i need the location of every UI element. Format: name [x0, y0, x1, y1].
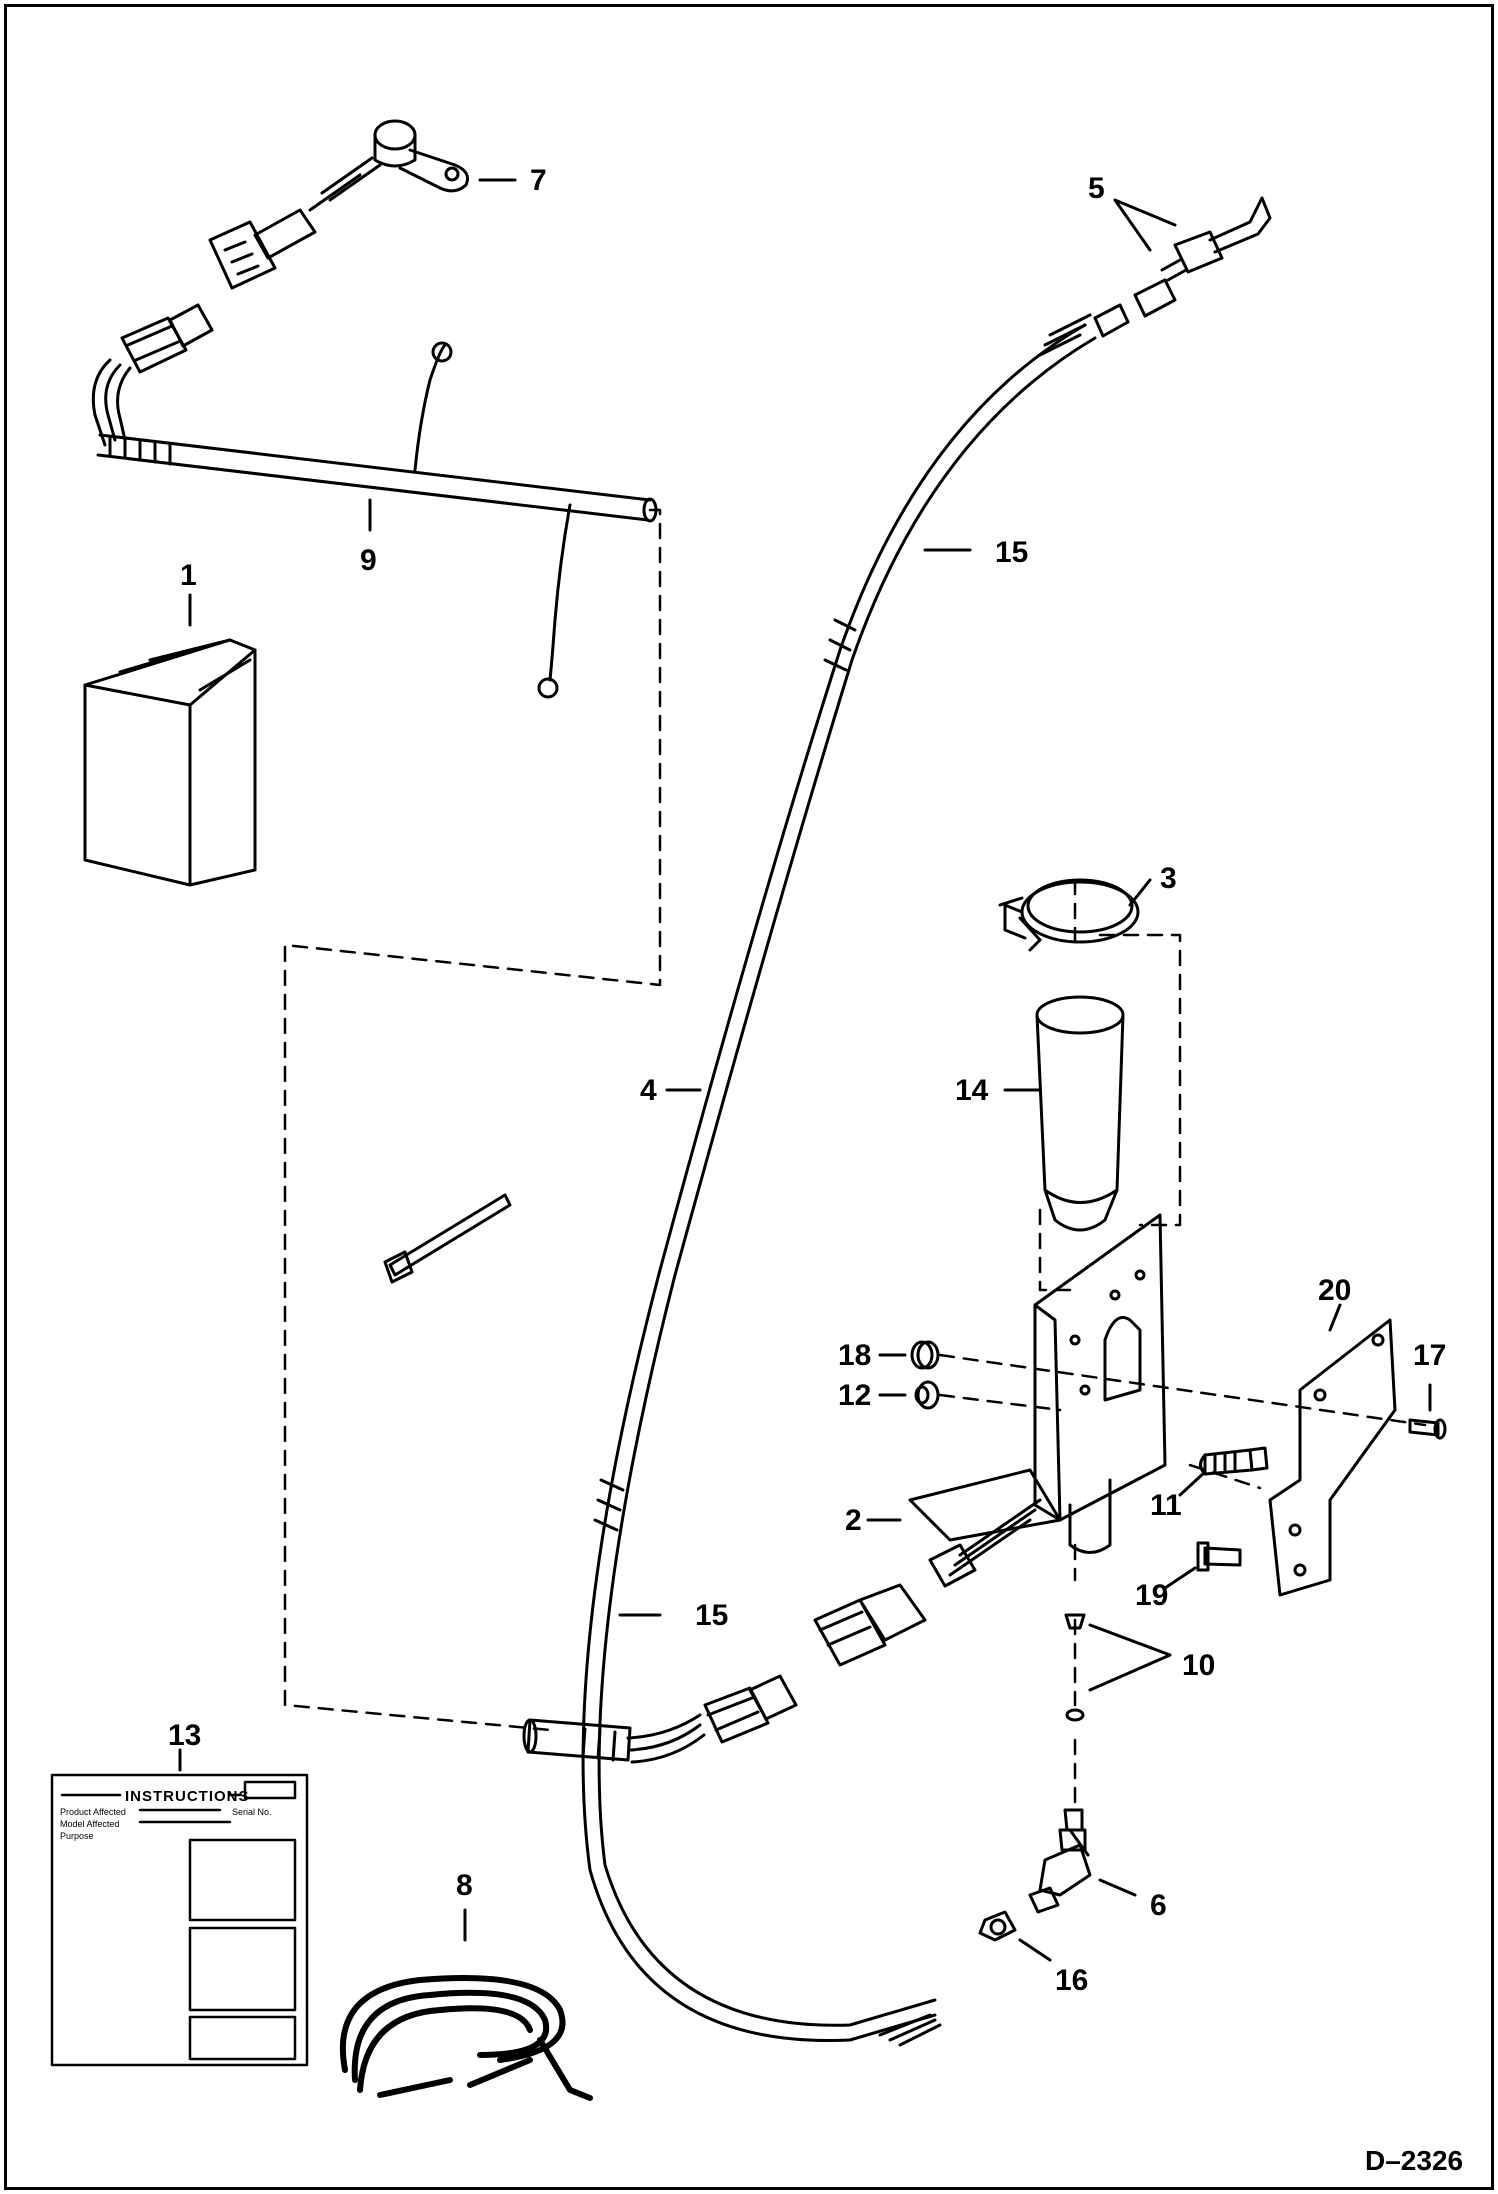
instruction-card-text: INSTRUCTIONS Product Affected Serial No.… [60, 1788, 272, 1841]
harness-part-9 [96, 341, 658, 699]
callout-20: 20 [1318, 1274, 1351, 1307]
callout-17: 17 [1413, 1339, 1446, 1372]
cable-tie [383, 1193, 512, 1284]
nut-part-16 [978, 1910, 1017, 1942]
callout-6: 6 [1150, 1889, 1167, 1922]
callout-15-upper: 15 [995, 536, 1028, 569]
callout-1: 1 [180, 559, 197, 592]
callout-8: 8 [456, 1869, 473, 1902]
plate-part-20 [1268, 1318, 1397, 1597]
callout-15-lower: 15 [695, 1599, 728, 1632]
bolt-part-19 [1196, 1541, 1242, 1572]
clamp-part-3 [998, 878, 1140, 952]
sensor-part-7 [91, 119, 470, 447]
o-rings-part-10 [1064, 1613, 1086, 1722]
hose-part-8 [339, 1975, 593, 2101]
callout-18: 18 [838, 1339, 871, 1372]
box-part-1 [83, 638, 257, 887]
card-title: INSTRUCTIONS [125, 1788, 250, 1805]
diagram-frame [4, 4, 1494, 2190]
callout-14: 14 [955, 1074, 989, 1107]
card-line-2: Serial No. [232, 1807, 272, 1817]
leader-lines [178, 178, 1432, 1962]
card-line-4: Purpose [60, 1831, 94, 1841]
card-line-3: Model Affected [60, 1819, 119, 1829]
callout-16: 16 [1055, 1964, 1088, 1997]
drawing-code: D–2326 [1365, 2145, 1463, 2176]
screw-part-17 [1408, 1418, 1447, 1440]
callout-12: 12 [838, 1379, 871, 1412]
callout-7: 7 [530, 164, 547, 197]
callout-5: 5 [1088, 172, 1105, 205]
bracket-part-2 [908, 1213, 1167, 1588]
callout-labels: 7 5 9 1 15 3 14 4 20 18 17 12 11 2 19 15… [168, 164, 1446, 1997]
callout-4: 4 [640, 1074, 657, 1107]
instruction-card-part-13 [50, 1773, 309, 2067]
callout-11: 11 [1150, 1489, 1182, 1522]
assembly-lines [283, 508, 1427, 1812]
callout-19: 19 [1135, 1579, 1168, 1612]
nut-part-18 [910, 1340, 940, 1370]
fitting-part-5 [1093, 196, 1272, 338]
callout-2: 2 [845, 1504, 862, 1537]
cable-part-4 [581, 313, 1097, 2047]
elbow-part-6 [1028, 1808, 1092, 1914]
card-line-1: Product Affected [60, 1807, 126, 1817]
bolt-part-11 [1199, 1446, 1269, 1476]
callout-13: 13 [168, 1719, 201, 1752]
callout-9: 9 [360, 544, 377, 577]
lower-connector [522, 1583, 927, 1764]
callout-3: 3 [1160, 862, 1177, 895]
callout-10: 10 [1182, 1649, 1215, 1682]
filter-part-14 [1035, 995, 1125, 1232]
washer-part-12 [914, 1380, 940, 1410]
